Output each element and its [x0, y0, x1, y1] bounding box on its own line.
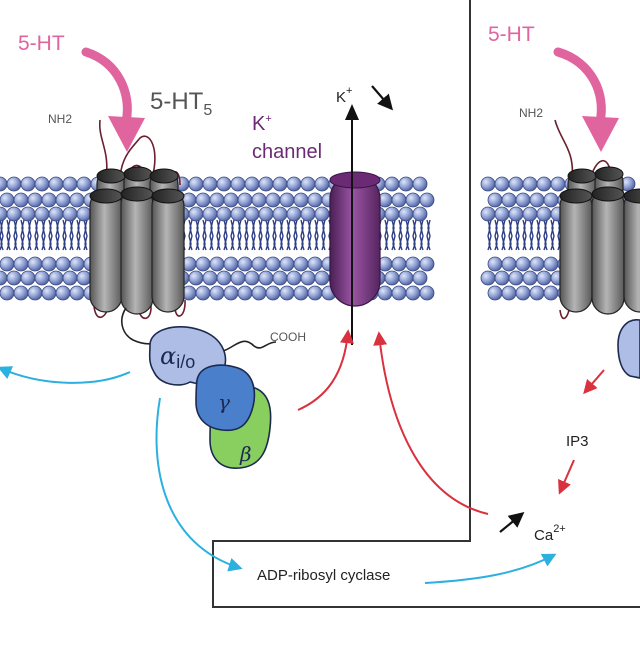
k-channel-label: K+: [252, 113, 272, 135]
nh2-label-left: NH2: [48, 112, 73, 126]
ligand-arrow-left: [81, 47, 132, 127]
beta-label: β: [240, 442, 252, 466]
red-arrow-to-ip3: [583, 369, 605, 395]
gamma-subunit: [195, 364, 256, 432]
ca-label-base: Ca: [534, 527, 554, 544]
k-channel-label-sup: +: [265, 113, 272, 125]
ip3-label: IP3: [566, 433, 589, 450]
blue-arrow-left-out: [0, 366, 131, 384]
red-arrow-gbg-to-channel: [297, 329, 354, 411]
red-arrow-ip3-to-ca: [558, 459, 575, 495]
k-ion-label-sup: +: [346, 85, 353, 97]
k-ion-label: K+: [336, 85, 353, 106]
ligand-label-right: 5-HT: [488, 23, 535, 46]
k-decrease-arrow: [371, 85, 394, 111]
receptor-5ht5-left: [89, 166, 185, 315]
cooh-tail: [213, 340, 277, 353]
blue-arrow-to-adprc: [155, 397, 243, 572]
cooh-label: COOH: [270, 330, 306, 344]
ligand-label-left: 5-HT: [18, 32, 65, 55]
adp-ribosyl-cyclase-label: ADP-ribosyl cyclase: [257, 567, 391, 584]
alpha-label: αi/o: [160, 344, 195, 371]
ca-label: Ca2+: [534, 523, 566, 544]
ca-label-sup: 2+: [553, 523, 566, 535]
receptor-right-partial: [559, 166, 640, 315]
gamma-label: γ: [218, 390, 230, 414]
k-ion-label-k: K: [336, 89, 347, 106]
receptor-label: 5-HT5: [150, 90, 212, 119]
alpha-subscript: i/o: [176, 352, 196, 372]
left-panel-border: [212, 0, 640, 608]
receptor-label-base: 5-HT: [150, 88, 204, 115]
alpha-subunit-right: [617, 319, 640, 379]
k-channel: [329, 171, 381, 307]
ca-increase-arrow: [499, 512, 525, 533]
alpha-symbol: α: [160, 342, 177, 370]
k-efflux-arrowhead: [345, 104, 359, 120]
red-arrow-ca-to-channel: [373, 331, 489, 515]
ligand-arrow-right: [553, 47, 606, 127]
k-channel-word: channel: [252, 141, 323, 163]
nh2-label-right: NH2: [519, 106, 544, 120]
k-channel-label-k: K: [252, 113, 266, 135]
receptor-label-sub: 5: [203, 102, 213, 119]
blue-arrow-adprc-to-ca: [424, 553, 557, 584]
